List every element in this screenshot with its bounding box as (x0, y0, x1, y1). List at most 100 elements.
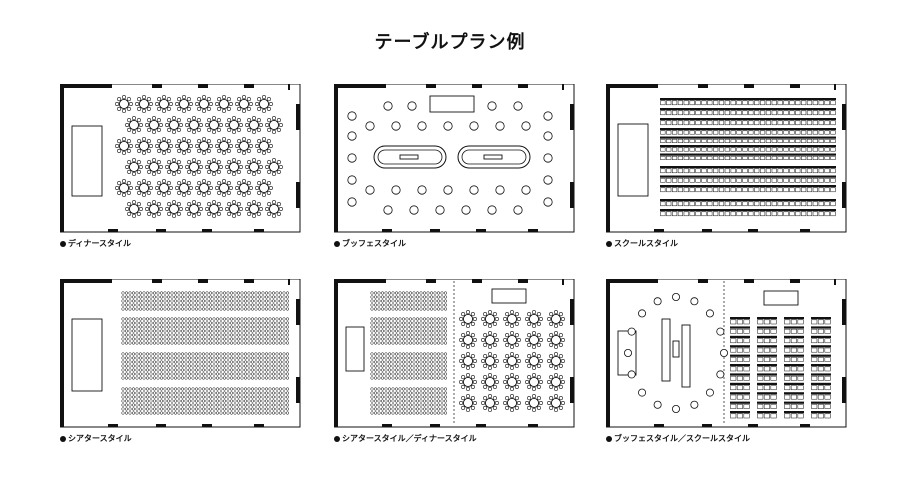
theater-seat (166, 341, 171, 345)
theater-seat (156, 368, 160, 372)
bottom-pillar (476, 424, 486, 427)
theater-seat (268, 325, 272, 329)
theater-seat (131, 352, 136, 356)
theater-seat (380, 337, 385, 341)
theater-seat (433, 407, 437, 411)
school-desk (757, 364, 777, 367)
theater-seat (163, 303, 167, 307)
chair (527, 396, 532, 401)
theater-seat (159, 337, 164, 341)
theater-seat (156, 407, 160, 411)
school-chair (666, 130, 672, 135)
chair (232, 200, 237, 205)
theater-seat (426, 407, 430, 411)
school-chair (689, 100, 695, 106)
school-chair (660, 130, 666, 135)
school-chair (795, 156, 801, 160)
chair (121, 95, 126, 100)
theater-seat (264, 333, 269, 337)
school-chair (817, 338, 824, 344)
theater-seat (370, 341, 374, 345)
school-chair (770, 404, 777, 409)
theater-seat (177, 360, 181, 364)
theater-seat (408, 299, 413, 303)
chair (225, 165, 230, 170)
theater-seat (384, 321, 388, 325)
theater-seat (275, 317, 279, 321)
theater-seat (408, 291, 413, 295)
school-chair (824, 110, 830, 116)
theater-seat (201, 407, 206, 411)
theater-seat (394, 303, 399, 307)
round-table (218, 140, 230, 152)
school-chair (763, 357, 770, 362)
school-chair (824, 375, 831, 381)
top-pillar (698, 84, 708, 88)
theater-seat (205, 399, 209, 403)
chair (461, 405, 466, 410)
chair (488, 373, 493, 378)
school-chair (742, 110, 748, 116)
theater-seat (394, 368, 399, 372)
chair (212, 158, 217, 163)
theater-seat (226, 387, 230, 391)
theater-seat (405, 411, 409, 415)
chair (549, 342, 554, 347)
right-pillar (296, 377, 300, 403)
theater-dinner-room-floorplan (334, 279, 575, 428)
theater-seat (219, 333, 223, 337)
theater-seat (387, 411, 392, 415)
theater-seat (166, 307, 171, 311)
theater-seat (268, 352, 272, 356)
theater-seat (285, 325, 290, 329)
chair (538, 380, 543, 385)
school-chair (695, 139, 701, 143)
chair (162, 179, 167, 184)
theater-seat (128, 325, 132, 329)
theater-seat (166, 407, 171, 411)
chair (172, 116, 177, 121)
theater-seat (198, 337, 202, 341)
chair (483, 405, 488, 410)
school-chair (770, 375, 777, 381)
theater-seat (443, 295, 448, 299)
chair (152, 129, 157, 134)
round-table (268, 203, 280, 215)
theater-seat (124, 376, 129, 380)
theater-seat (405, 403, 409, 407)
school-chair (817, 328, 824, 334)
school-chair (795, 110, 801, 116)
theater-seat (254, 299, 258, 303)
theater-seat (433, 295, 437, 299)
school-chair (759, 100, 766, 106)
school-chair (730, 211, 736, 217)
theater-seat (422, 403, 427, 407)
theater-seat (166, 295, 171, 299)
theater-seat (243, 337, 248, 341)
theater-seat (257, 356, 262, 360)
school-chair (757, 366, 764, 372)
theater-seat (250, 299, 255, 303)
chair (248, 143, 253, 148)
theater-seat (233, 399, 237, 403)
theater-seat (226, 391, 230, 395)
theater-seat (149, 295, 153, 299)
chair (156, 169, 161, 174)
chair (232, 116, 237, 121)
theater-seat (370, 360, 374, 364)
school-chair (801, 187, 807, 193)
chair (483, 321, 488, 326)
school-chair (677, 211, 684, 217)
school-chair (818, 147, 824, 152)
theater-seat (254, 295, 258, 299)
theater-seat (285, 321, 290, 325)
chair (255, 186, 260, 191)
school-chair (777, 147, 783, 152)
theater-seat (135, 411, 139, 415)
chair (256, 169, 261, 174)
theater-seat (261, 329, 265, 333)
school-chair (784, 366, 791, 372)
theater-seat (433, 368, 437, 372)
dinner-style-caption: ディナースタイル (60, 238, 131, 249)
theater-seat (226, 329, 230, 333)
